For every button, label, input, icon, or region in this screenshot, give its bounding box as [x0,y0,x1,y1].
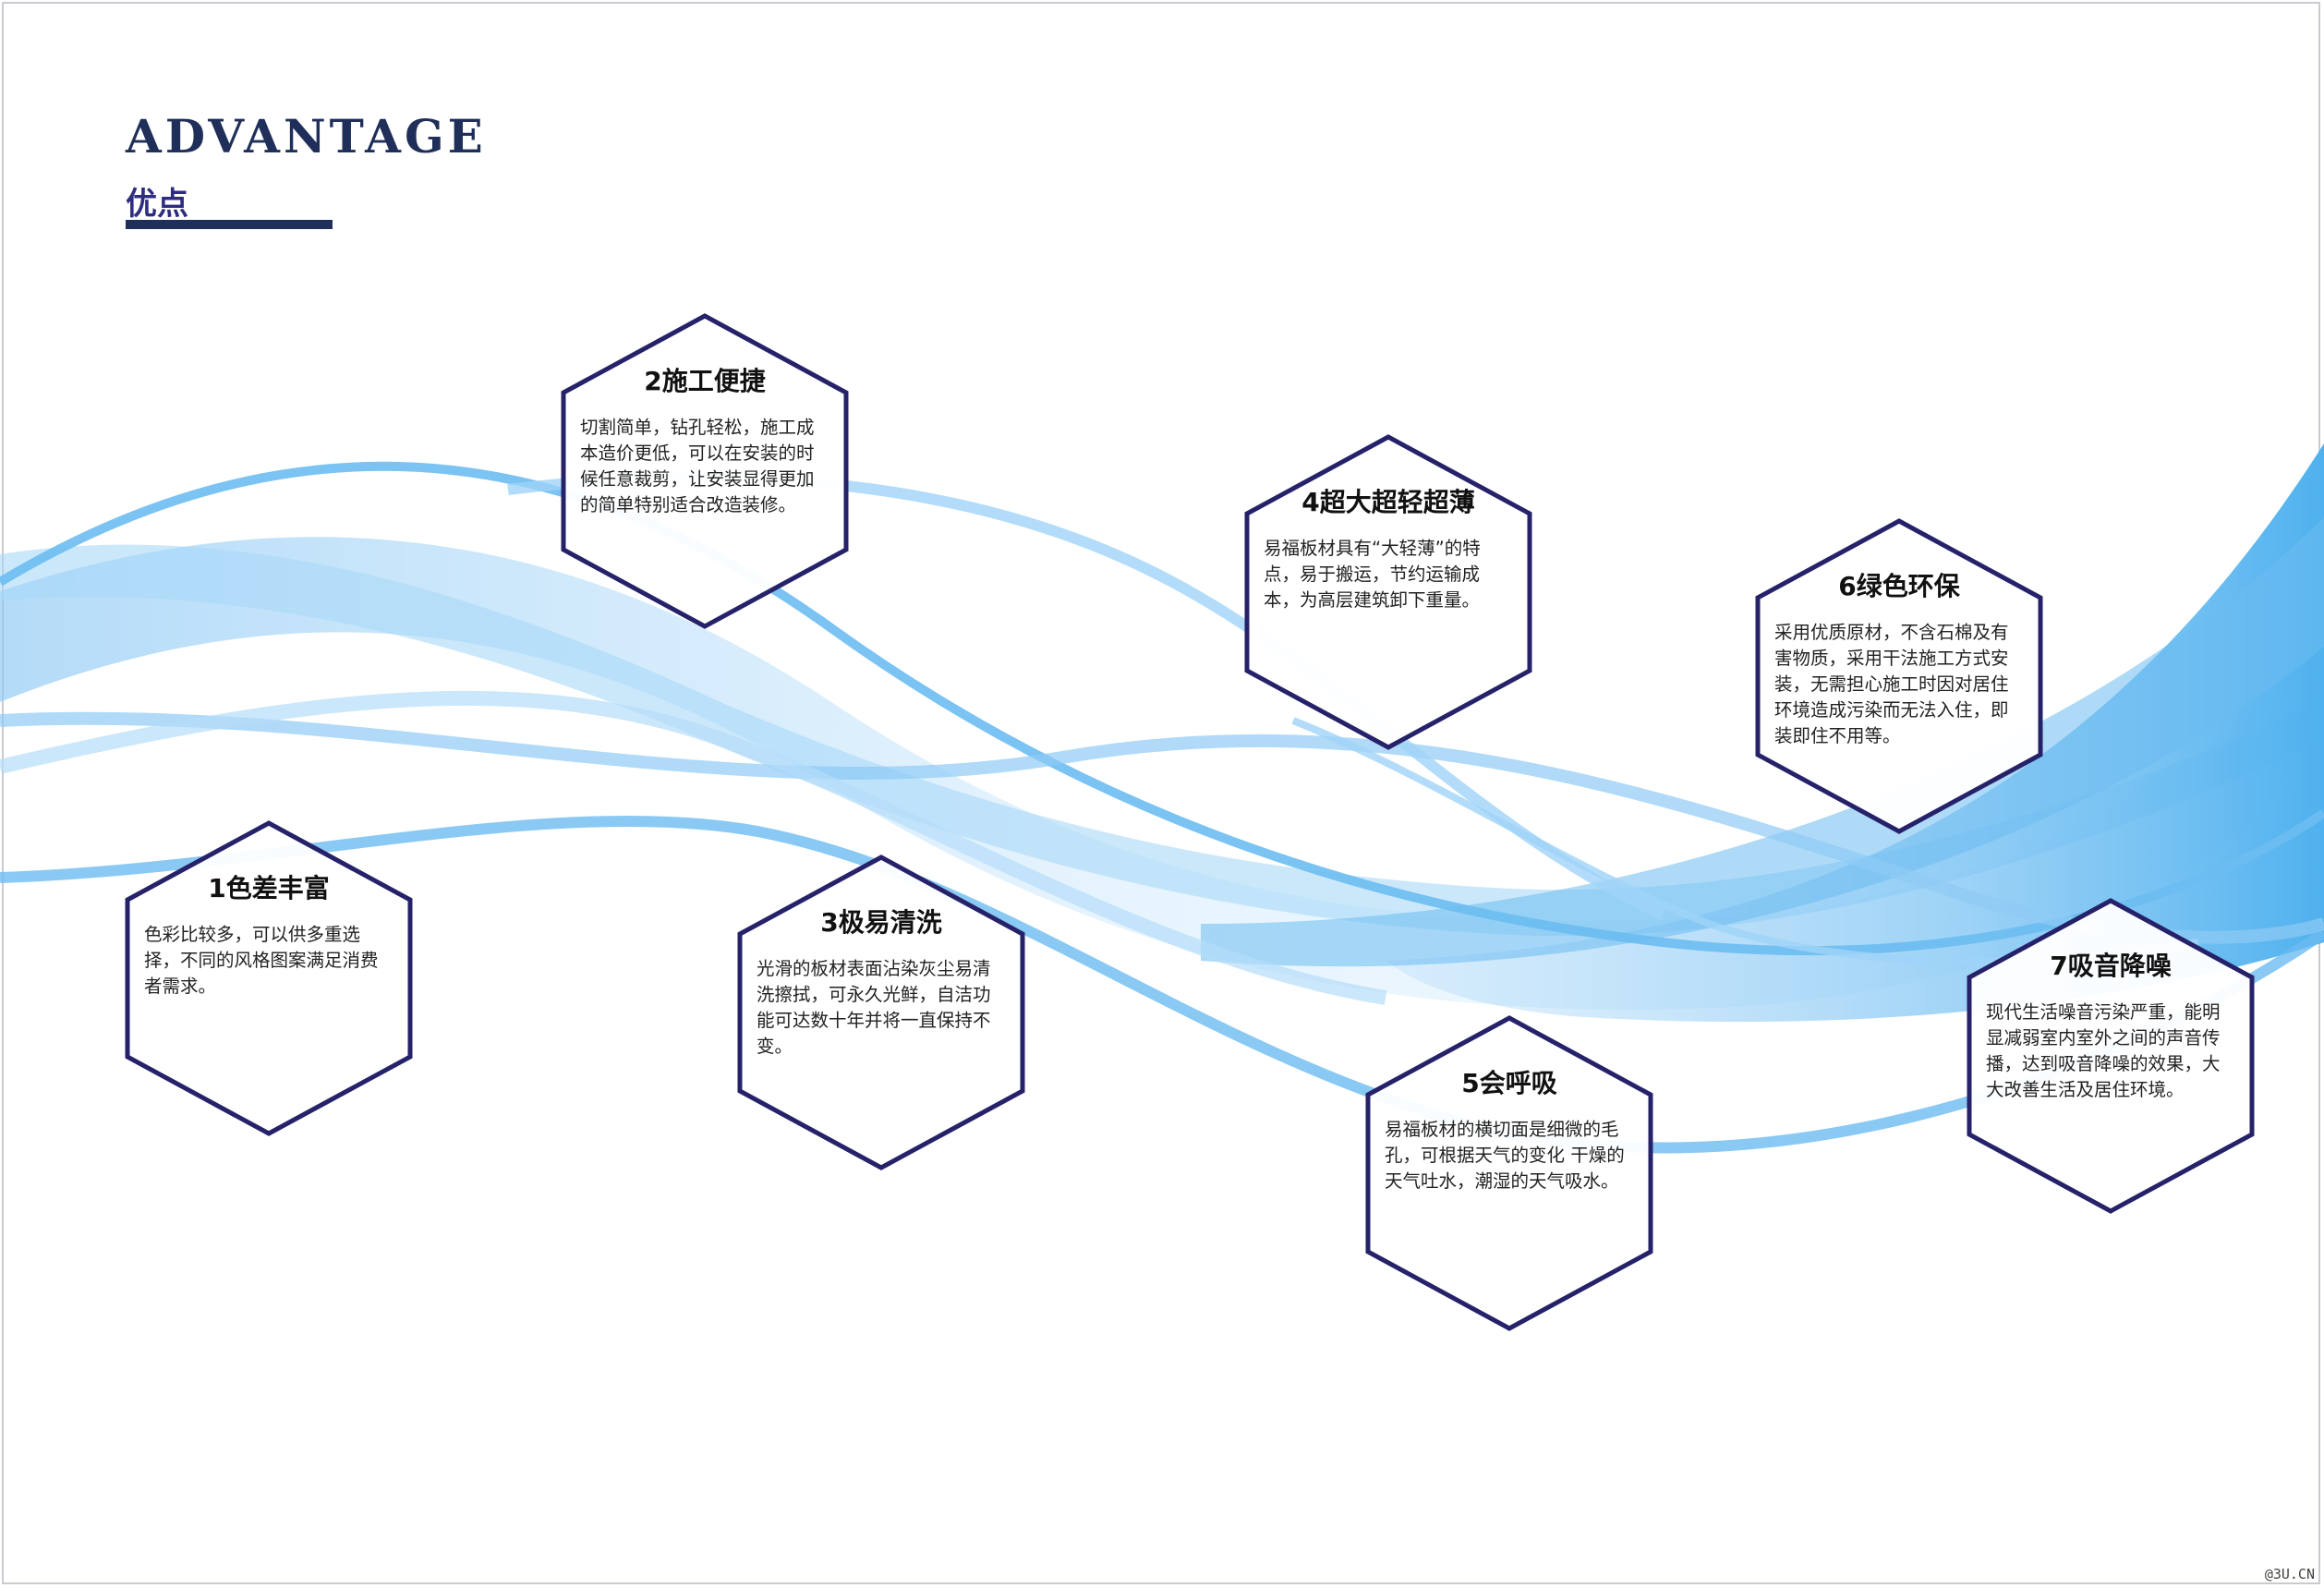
advantage-title: 4超大超轻超薄 [1301,487,1475,517]
advantage-card-1: 1色差丰富 色彩比较多，可以供多重选择，不同的风格图案满足消费者需求。 [125,820,413,1136]
title-underline [126,220,333,229]
advantage-description: 色彩比较多，可以供多重选择，不同的风格图案满足消费者需求。 [144,924,379,997]
advantage-description: 切割简单，钻孔轻松，施工成本造价更低，可以在安装的时候任意裁剪，让安装显得更加的… [580,417,815,515]
wave-band-3 [1386,443,2324,1023]
hexagon-shape [561,313,849,629]
hexagon-shape [1365,1015,1653,1331]
advantage-card-5: 5会呼吸 易福板材的横切面是细微的毛孔，可根据天气的变化 干燥的天气吐水，潮湿的… [1365,1015,1653,1331]
advantage-description: 易福板材具有“大轻薄”的特点，易于搬运，节约运输成本，为高层建筑卸下重量。 [1264,538,1481,611]
advantage-title: 5会呼吸 [1461,1068,1557,1098]
hexagon-shape [1755,518,2043,834]
advantage-card-4: 4超大超轻超薄 易福板材具有“大轻薄”的特点，易于搬运，节约运输成本，为高层建筑… [1244,434,1532,750]
wave-line-5 [0,690,1387,1005]
advantage-title: 2施工便捷 [644,366,766,396]
wave-band-4 [1201,517,2324,967]
watermark: @3U.CN [2264,1566,2315,1582]
advantage-card-2: 2施工便捷 切割简单，钻孔轻松，施工成本造价更低，可以在安装的时候任意裁剪，让安… [561,313,849,629]
advantage-description: 现代生活噪音污染严重，能明显减弱室内室外之间的声音传播，达到吸音降噪的效果，大大… [1986,1001,2221,1100]
wave-band-2 [0,544,2324,937]
hexagon-shape [1967,898,2255,1214]
wave-line-1 [0,461,2324,956]
advantage-description: 采用优质原材，不含石棉及有害物质，采用干法施工方式安装，无需担心施工时因对居住环… [1774,622,2009,746]
advantage-card-7: 7吸音降噪 现代生活噪音污染严重，能明显减弱室内室外之间的声音传播，达到吸音降噪… [1967,898,2255,1214]
wave-line-2 [0,815,2324,1154]
advantage-title: 7吸音降噪 [2050,951,2172,981]
advantage-title: 1色差丰富 [208,873,330,903]
hexagon-shape [125,820,413,1136]
advantage-description: 光滑的板材表面沾染灰尘易清洗擦拭，可永久光鲜，自洁功能可达数十年并将一直保持不变… [757,958,991,1057]
advantage-title: 6绿色环保 [1838,571,1960,601]
hexagon-shape [1244,434,1532,750]
page-title: ADVANTAGE [126,109,487,164]
advantage-card-6: 6绿色环保 采用优质原材，不含石棉及有害物质，采用干法施工方式安装，无需担心施工… [1755,518,2043,834]
advantage-title: 3极易清洗 [820,907,942,938]
page-subtitle: 优点 [126,186,188,223]
advantage-description: 易福板材的横切面是细微的毛孔，可根据天气的变化 干燥的天气吐水，潮湿的天气吸水。 [1385,1119,1625,1192]
hexagon-shape [737,855,1025,1170]
advantage-card-3: 3极易清洗 光滑的板材表面沾染灰尘易清洗擦拭，可永久光鲜，自洁功能可达数十年并将… [737,855,1025,1170]
